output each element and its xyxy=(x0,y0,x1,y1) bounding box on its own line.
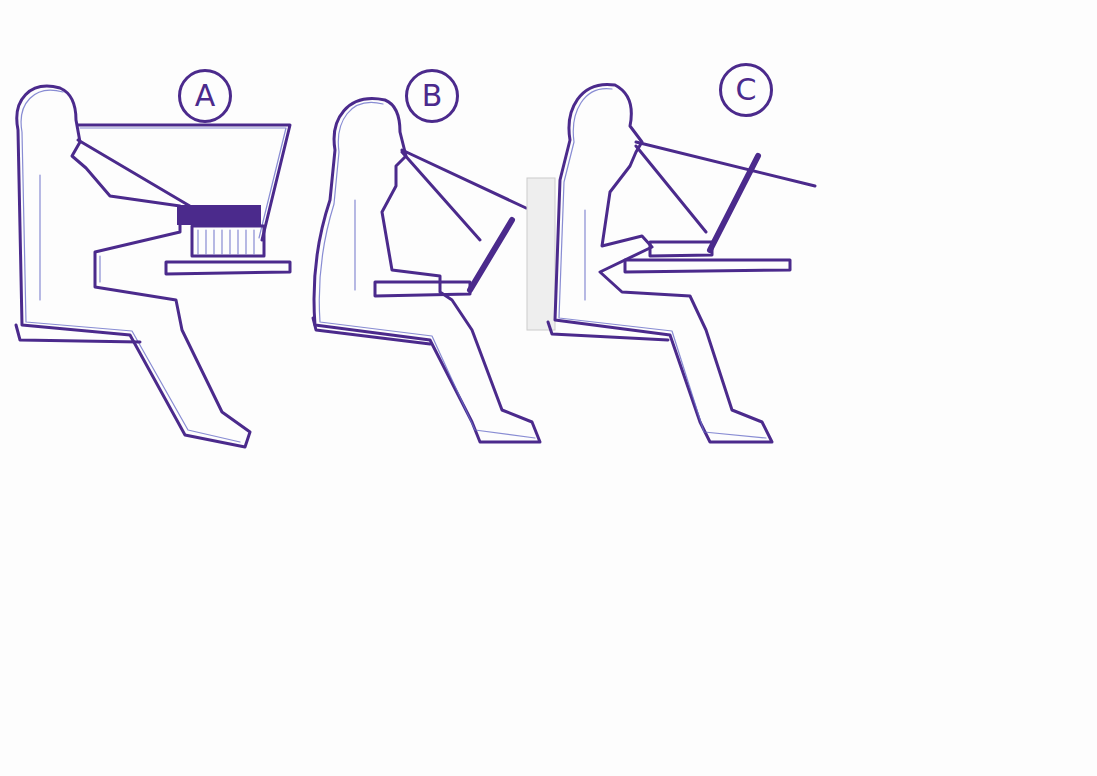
label-circle: C xyxy=(719,63,773,117)
person-silhouette xyxy=(314,99,540,442)
chair-seat xyxy=(548,322,668,340)
stand-hatching xyxy=(198,230,254,254)
figure-c xyxy=(527,84,815,442)
laptop-screen xyxy=(710,156,758,250)
person-silhouette xyxy=(17,86,250,447)
monitor-sketch xyxy=(80,128,286,238)
person-sketch xyxy=(559,89,766,438)
laptop-base xyxy=(375,282,470,296)
tape-strip xyxy=(527,178,555,330)
monitor-top xyxy=(78,125,290,240)
label-circle: A xyxy=(178,69,232,123)
label-circle: B xyxy=(405,69,459,123)
panel-letter: B xyxy=(422,81,443,111)
chair-seat xyxy=(16,325,140,342)
person-sketch xyxy=(21,90,240,442)
panel-letter: A xyxy=(195,81,216,111)
laptop-base xyxy=(650,242,712,256)
monitor-stand xyxy=(192,226,264,256)
laptop-screen xyxy=(470,220,512,290)
keyboard xyxy=(178,206,260,224)
chair-seat xyxy=(313,318,430,344)
person-sketch xyxy=(319,103,535,438)
tray-table xyxy=(625,260,790,272)
person-silhouette xyxy=(555,84,772,442)
figure-b xyxy=(313,99,540,442)
desk xyxy=(166,262,290,274)
figure-a xyxy=(16,86,290,447)
sight-line xyxy=(78,140,205,215)
panel-letter: C xyxy=(736,75,757,105)
